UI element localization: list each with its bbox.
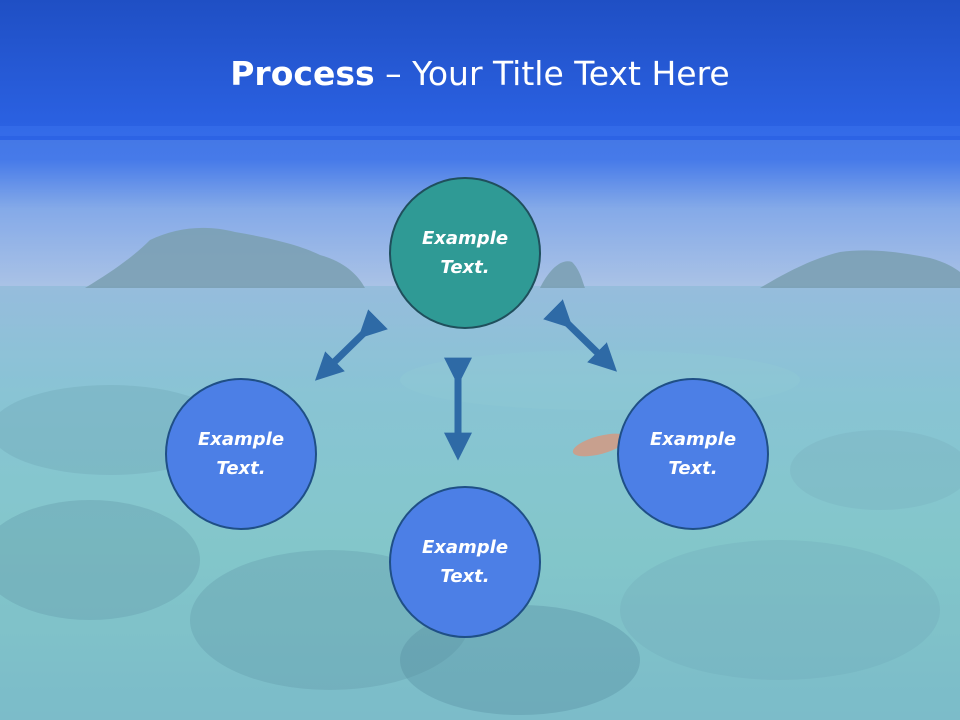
arrow-top-right bbox=[543, 299, 618, 372]
process-node-left: Example Text. bbox=[165, 378, 317, 530]
process-node-top: Example Text. bbox=[389, 177, 541, 329]
node-top-label: Example Text. bbox=[421, 228, 509, 278]
slide-title: Process – Your Title Text Here bbox=[0, 52, 960, 96]
arrow-top-left bbox=[314, 309, 388, 381]
process-node-bottom: Example Text. bbox=[389, 486, 541, 638]
node-left-label: Example Text. bbox=[197, 429, 285, 479]
node-bottom-label: Example Text. bbox=[421, 537, 509, 587]
process-node-right: Example Text. bbox=[617, 378, 769, 530]
node-right-label: Example Text. bbox=[649, 429, 737, 479]
title-bold-text: Process bbox=[230, 54, 375, 93]
title-rest-text: – Your Title Text Here bbox=[374, 54, 730, 93]
